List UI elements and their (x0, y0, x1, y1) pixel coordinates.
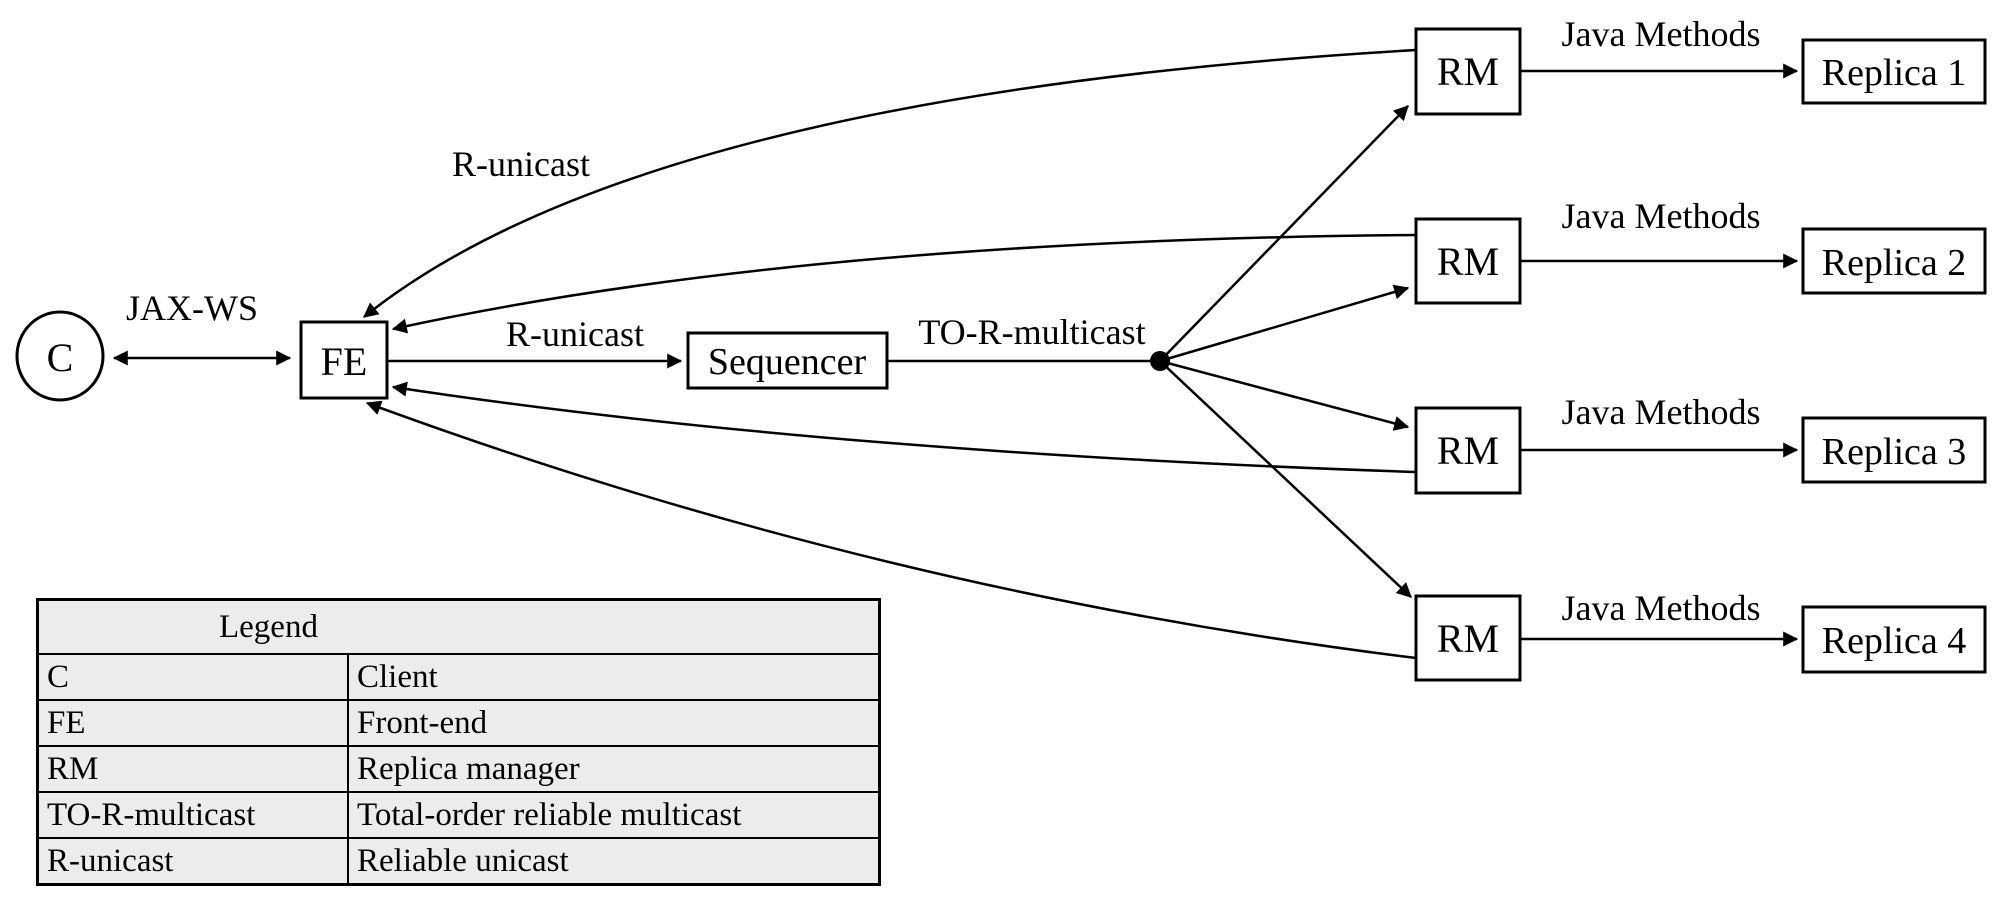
frontend-node-label: FE (321, 339, 368, 384)
rm1-node-label: RM (1437, 49, 1499, 94)
r-unicast-return-edge-label: R-unicast (452, 144, 590, 184)
rm3-node (1414, 406, 1522, 495)
rm4-node (1414, 594, 1522, 682)
java-methods-4-edge-label: Java Methods (1562, 588, 1761, 628)
legend-key: RM (36, 745, 349, 793)
edge-multicast-to-rm3 (1159, 359, 1410, 431)
replica1-node-label: Replica 1 (1822, 52, 1967, 94)
rm3-node-label: RM (1437, 428, 1499, 473)
legend-row-client: C Client (36, 653, 881, 701)
replica3-node (1801, 416, 1987, 484)
legend-value: Front-end (347, 699, 881, 747)
replica1-node (1801, 38, 1987, 105)
frontend-node (299, 320, 389, 400)
sequencer-node (686, 331, 889, 390)
java-methods-3-edge-label: Java Methods (1562, 392, 1761, 432)
r-unicast-forward-edge-label: R-unicast (506, 314, 644, 354)
rm2-node-label: RM (1437, 239, 1499, 284)
edge-rm3-return-to-fe (391, 381, 1417, 474)
legend-value: Total-order reliable multicast (347, 791, 881, 839)
legend-row-r-unicast: R-unicast Reliable unicast (36, 837, 881, 886)
legend-row-frontend: FE Front-end (36, 699, 881, 747)
legend-table: Legend C Client FE Front-end RM Replica … (36, 598, 881, 886)
legend-key: FE (36, 699, 349, 747)
replica4-node-label: Replica 4 (1822, 620, 1967, 662)
replica2-node-label: Replica 2 (1822, 242, 1967, 284)
client-node (15, 310, 105, 402)
edge-multicast-to-rm2 (1159, 284, 1410, 363)
edge-rm4-return-to-fe (365, 400, 1417, 660)
legend-title: Legend (36, 598, 881, 655)
legend-key: TO-R-multicast (36, 791, 349, 839)
legend-header-row: Legend (36, 598, 881, 655)
legend-key: C (36, 653, 349, 701)
jaxws-edge-label: JAX-WS (126, 288, 258, 328)
edge-multicast-to-rm1 (1159, 105, 1409, 362)
replica2-node (1801, 227, 1987, 295)
replica4-node (1801, 605, 1987, 674)
legend-row-replica-manager: RM Replica manager (36, 745, 881, 793)
to-r-multicast-edge-label: TO-R-multicast (918, 312, 1145, 352)
rm2-node (1414, 217, 1522, 305)
legend-value: Replica manager (347, 745, 881, 793)
java-methods-1-edge-label: Java Methods (1562, 14, 1761, 54)
legend-value: Reliable unicast (347, 837, 881, 886)
legend-value: Client (347, 653, 881, 701)
java-methods-2-edge-label: Java Methods (1562, 196, 1761, 236)
sequencer-node-label: Sequencer (708, 341, 867, 383)
replica3-node-label: Replica 3 (1822, 431, 1967, 473)
edge-rm2-return-to-fe (391, 233, 1417, 334)
legend-key: R-unicast (36, 837, 349, 886)
rm1-node (1414, 27, 1522, 116)
legend-row-to-r-multicast: TO-R-multicast Total-order reliable mult… (36, 791, 881, 839)
rm4-node-label: RM (1437, 616, 1499, 661)
edge-rm1-return-to-fe (363, 48, 1417, 318)
client-node-label: C (47, 335, 74, 380)
edge-multicast-to-rm4 (1159, 360, 1412, 598)
